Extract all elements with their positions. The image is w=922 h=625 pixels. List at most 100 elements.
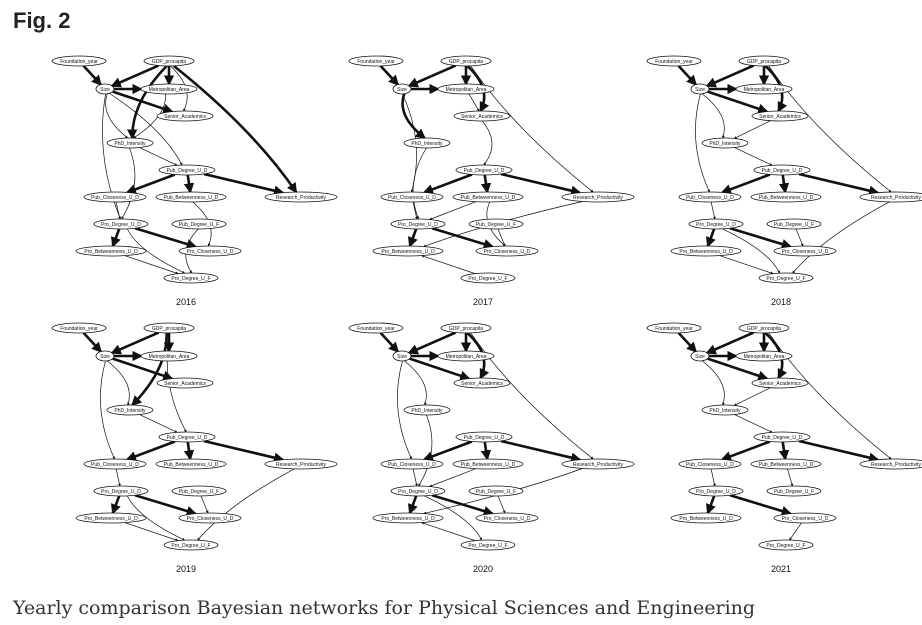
edge-pubclo-to-prodeg (412, 201, 418, 220)
edge-pubbet-to-prodeg (429, 468, 476, 487)
node-pubdegf: Pub_Degree_U_F (171, 218, 227, 230)
node-pubbet: Pub_Betweenness_U_D (452, 191, 524, 203)
node-shape (140, 83, 198, 95)
edge-size-to-senior (707, 90, 769, 114)
node-shape (701, 404, 749, 416)
node-pubbet: Pub_Betweenness_U_D (155, 191, 227, 203)
edge-research-to-prodegf (197, 468, 295, 541)
node-shape (475, 245, 539, 257)
node-shape (140, 350, 198, 362)
node-shape (390, 485, 446, 497)
node-shape (83, 458, 147, 470)
node-label: GDP_procapita (747, 326, 781, 332)
node-shape (392, 83, 412, 95)
node-senior: Senior_Academics (156, 377, 214, 389)
edge-pubdeg-to-pubclo (125, 173, 176, 195)
node-shape (171, 485, 227, 497)
node-prodegf: Pro_Degree_U_F (758, 272, 814, 284)
edge-pubdegf-to-proclo (200, 495, 209, 514)
edge-size-to-phd (107, 360, 130, 406)
node-phd: PhD_Intensity (106, 404, 154, 416)
edge-gdp-to-size (407, 64, 457, 88)
node-probet: Pro_Betweenness_U_D (670, 512, 742, 524)
node-shape (468, 485, 524, 497)
edge-pubdeg-to-pubclo (125, 440, 176, 462)
edge-gdp-to-phd (126, 65, 168, 140)
node-shape (753, 431, 811, 443)
node-shape (738, 322, 790, 334)
node-pubbet: Pub_Betweenness_U_D (750, 191, 822, 203)
node-shape (670, 512, 742, 524)
node-prodegf: Pro_Degree_U_F (758, 539, 814, 551)
node-shape (738, 55, 790, 67)
node-pubdeg: Pub_Degree_U_D (455, 431, 513, 443)
node-label: Pro_Betweenness_U_D (679, 249, 733, 255)
node-label: Pub_Betweenness_U_D (164, 462, 219, 468)
node-fy: Foundation_year (348, 55, 404, 67)
node-pubclo: Pub_Closeness_U_D (380, 458, 444, 470)
node-shape (437, 350, 495, 362)
node-shape (155, 458, 227, 470)
node-label: Foundation_year (655, 59, 693, 65)
edge-pubdeg-to-pubclo (720, 440, 771, 462)
node-shape (646, 55, 702, 67)
edge-size-to-senior (707, 357, 769, 381)
node-research: Research_Productivity (561, 191, 635, 203)
node-label: Pub_Closeness_U_D (91, 462, 139, 468)
node-label: Pro_Closeness_U_D (484, 249, 531, 255)
node-size: Size (690, 350, 710, 362)
node-pubdegf: Pub_Degree_U_F (766, 485, 822, 497)
node-shape (348, 322, 404, 334)
node-shape (93, 218, 149, 230)
edge-pubdeg-to-pubbet (480, 441, 492, 461)
node-label: Pro_Degree_U_F (171, 276, 210, 282)
node-label: Pub_Closeness_U_D (686, 462, 734, 468)
edge-pubdeg-to-research (500, 439, 582, 463)
node-label: Research_Productivity (871, 195, 922, 201)
edge-senior-to-phd (733, 387, 771, 406)
node-proclo: Pro_Closeness_U_D (178, 512, 242, 524)
edge-prodeg-to-prodegf (126, 228, 186, 274)
edge-pubclo-to-prodeg (710, 468, 716, 487)
edge-gdp-to-phd (131, 332, 168, 407)
node-label: Foundation_year (60, 326, 98, 332)
panel-year-label: 2018 (771, 297, 791, 307)
node-shape (155, 191, 227, 203)
node-label: GDP_procapita (449, 59, 483, 65)
node-label: Size (100, 354, 110, 360)
node-shape (561, 191, 635, 203)
node-label: Pro_Closeness_U_D (187, 516, 234, 522)
node-research: Research_Productivity (561, 458, 635, 470)
node-pubbet: Pub_Betweenness_U_D (155, 458, 227, 470)
node-shape (753, 164, 811, 176)
node-label: Pub_Degree_U_D (167, 168, 208, 174)
node-shape (440, 322, 492, 334)
node-shape (158, 431, 216, 443)
edge-prodegf-to-probet (421, 255, 476, 274)
node-shape (773, 245, 837, 257)
edge-senior-to-pubdeg (481, 120, 493, 166)
node-label: Senior_Academics (164, 381, 206, 387)
node-size: Size (690, 83, 710, 95)
node-gdp: GDP_procapita (143, 322, 195, 334)
node-label: Research_Productivity (573, 195, 624, 201)
node-shape (403, 404, 451, 416)
node-label: Pro_Closeness_U_D (782, 249, 829, 255)
edge-gdp-to-size (705, 331, 755, 355)
node-label: Pub_Degree_U_F (476, 489, 516, 495)
panel-year-label: 2019 (176, 564, 196, 574)
node-gdp: GDP_procapita (738, 322, 790, 334)
edge-size-to-pubdeg (109, 93, 183, 166)
node-label: Pro_Degree_U_D (696, 222, 736, 228)
node-label: Foundation_year (357, 326, 395, 332)
edge-phd-to-pubdeg (734, 147, 773, 166)
node-phd: PhD_Intensity (701, 404, 749, 416)
node-shape (766, 485, 822, 497)
node-shape (380, 191, 444, 203)
node-label: Pub_Degree_U_D (762, 168, 803, 174)
node-label: Pro_Closeness_U_D (782, 516, 829, 522)
node-label: Metropolitan_Area (744, 354, 785, 360)
node-prodeg: Pro_Degree_U_D (390, 485, 446, 497)
